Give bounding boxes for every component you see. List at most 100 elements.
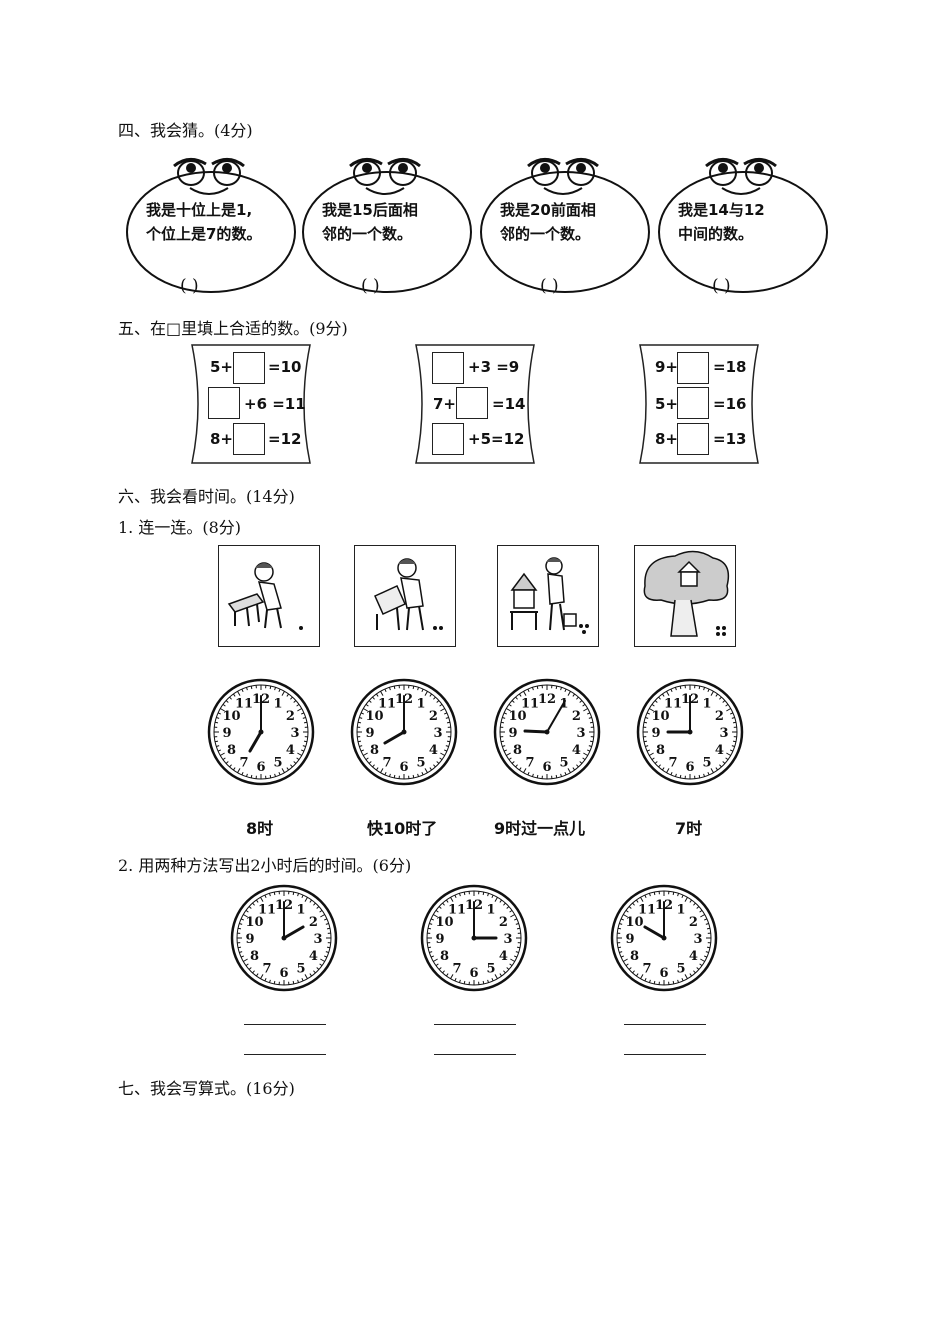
clock-tick xyxy=(503,970,506,974)
clock-tick xyxy=(454,977,457,982)
clock-tick xyxy=(250,774,253,779)
clock-tick xyxy=(635,899,639,903)
clock-numeral: 9 xyxy=(625,932,634,947)
answer-line[interactable] xyxy=(244,1054,326,1055)
answer-blank[interactable]: ( ) xyxy=(540,276,559,296)
clock-tick xyxy=(706,927,711,930)
clock-tick xyxy=(560,773,562,777)
clock-tick xyxy=(237,946,242,949)
clock-tick xyxy=(506,906,510,909)
clock-tick xyxy=(536,685,539,690)
answer-line[interactable] xyxy=(434,1024,516,1025)
answer-line[interactable] xyxy=(624,1024,706,1025)
clock-numeral: 7 xyxy=(642,961,651,976)
clock-tick xyxy=(246,773,248,777)
clock-numeral: 11 xyxy=(378,697,396,712)
clock-tick xyxy=(623,958,628,962)
clock-tick xyxy=(699,909,703,913)
clock-tick xyxy=(666,691,670,696)
clock-numeral: 9 xyxy=(222,726,231,741)
clock-tick xyxy=(572,693,576,697)
clock-numeral: 8 xyxy=(370,743,379,758)
clock-tick xyxy=(625,963,629,967)
clock-tick xyxy=(380,691,384,696)
answer-box[interactable] xyxy=(677,352,709,384)
clock-tick xyxy=(237,927,242,930)
clock-minute-hand xyxy=(546,699,566,733)
clock-tick xyxy=(515,951,519,953)
answer-line[interactable] xyxy=(244,1024,326,1025)
treehouse-icon xyxy=(643,550,730,637)
clock-tick xyxy=(661,693,665,697)
answer-box[interactable] xyxy=(432,423,464,455)
clock-hour-hand xyxy=(523,729,549,734)
clock-tick xyxy=(454,894,457,899)
clock-tick xyxy=(620,955,625,958)
clock-numeral: 1 xyxy=(416,697,425,712)
clock-tick xyxy=(649,708,654,712)
clock-tick xyxy=(583,752,588,756)
answer-blank[interactable]: ( ) xyxy=(712,276,731,296)
clock-tick xyxy=(518,693,522,697)
clock-tick xyxy=(278,688,281,693)
clock-tick xyxy=(325,951,329,953)
clock-tick xyxy=(589,721,594,724)
clock-numeral: 3 xyxy=(576,726,585,741)
clock-tick xyxy=(421,688,424,693)
clock-tick xyxy=(506,752,511,756)
clock-numeral: 11 xyxy=(521,697,539,712)
clock-tick xyxy=(518,767,522,771)
clock-tick xyxy=(722,700,726,703)
clock-numeral: 2 xyxy=(572,709,581,724)
clock-tick xyxy=(722,761,726,764)
clock-tick xyxy=(586,749,591,752)
answer-box[interactable] xyxy=(456,387,488,419)
clock-numeral: 11 xyxy=(235,697,253,712)
answer-box[interactable] xyxy=(677,423,709,455)
answer-box[interactable] xyxy=(233,423,265,455)
clock-numeral: 10 xyxy=(652,709,670,724)
clock-tick xyxy=(232,693,236,697)
clock-tick xyxy=(274,687,276,691)
clock-numeral: 1 xyxy=(296,903,305,918)
clock-tick xyxy=(433,914,438,918)
answer-line[interactable] xyxy=(434,1054,516,1055)
answer-box[interactable] xyxy=(233,352,265,384)
clock-tick xyxy=(516,927,521,930)
clock-tick xyxy=(653,891,656,896)
clock-numeral: 6 xyxy=(399,760,408,775)
picture-treehouse xyxy=(634,545,736,647)
clock-tick xyxy=(313,970,316,974)
clock-numeral: 7 xyxy=(668,755,677,770)
clock-tick xyxy=(503,749,508,752)
clock-tick xyxy=(445,745,449,747)
answer-blank[interactable]: ( ) xyxy=(361,276,380,296)
clock-tick xyxy=(705,951,709,953)
answer-blank[interactable]: ( ) xyxy=(180,276,199,296)
picture-building-table xyxy=(218,545,320,647)
clock-tick xyxy=(421,771,424,776)
equation-frame xyxy=(191,344,311,464)
clock-tick xyxy=(645,717,649,719)
bubble-text: 我是15后面相 邻的一个数。 xyxy=(322,198,472,246)
answer-box[interactable] xyxy=(677,387,709,419)
answer-line[interactable] xyxy=(624,1054,706,1055)
clock-tick xyxy=(239,923,243,925)
clock-numeral: 5 xyxy=(702,755,711,770)
clock-tick xyxy=(555,685,558,690)
clock-tick xyxy=(725,757,729,761)
clock-tick xyxy=(700,914,705,918)
clock-tick xyxy=(515,764,518,768)
clock-tick xyxy=(290,764,293,768)
answer-box[interactable] xyxy=(432,352,464,384)
clock-numeral: 2 xyxy=(286,709,295,724)
clock-numeral: 2 xyxy=(715,709,724,724)
answer-box[interactable] xyxy=(208,387,240,419)
clock-tick xyxy=(572,767,576,771)
clock-tick xyxy=(360,712,365,715)
clock-tick xyxy=(439,757,443,761)
clock-numeral: 3 xyxy=(503,932,512,947)
clock-tick xyxy=(672,980,675,985)
boy-sawing-icon xyxy=(374,558,443,631)
